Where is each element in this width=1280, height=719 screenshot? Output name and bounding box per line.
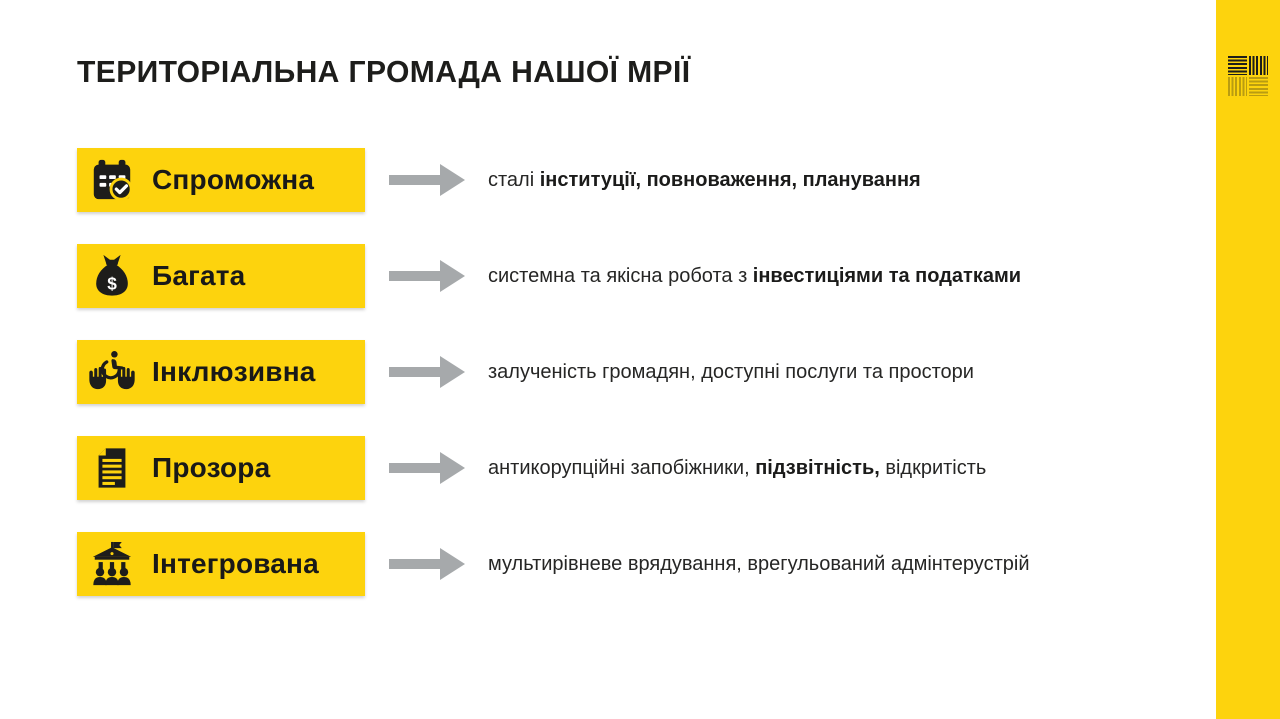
logo-quadrant-bottom-left (1228, 77, 1247, 96)
feature-pill: Інтегрована (77, 532, 365, 596)
logo-quadrant-bottom-right (1249, 77, 1268, 96)
government-building-icon (89, 541, 135, 587)
feature-row: Спроможна сталі інституції, повноваження… (77, 148, 1029, 212)
feature-description: залученість громадян, доступні послуги т… (488, 360, 974, 383)
feature-pill: Інклюзивна (77, 340, 365, 404)
logo-quadrant-top-right (1249, 56, 1268, 75)
feature-description: сталі інституції, повноваження, плануван… (488, 168, 921, 191)
right-accent-bar (1216, 0, 1280, 719)
calendar-check-icon (89, 157, 135, 203)
arrow-right-icon (388, 547, 466, 581)
feature-label: Інклюзивна (152, 356, 316, 387)
feature-description: мультирівневе врядування, врегульований … (488, 552, 1030, 575)
arrow-right-icon (388, 259, 466, 293)
money-bag-icon: $ (89, 253, 135, 299)
feature-label: Спроможна (152, 164, 315, 195)
feature-label: Багата (152, 260, 246, 291)
page-title: ТЕРИТОРІАЛЬНА ГРОМАДА НАШОЇ МРІЇ (77, 54, 691, 89)
svg-text:$: $ (107, 273, 117, 293)
feature-rows: Спроможна сталі інституції, повноваження… (77, 148, 1029, 596)
feature-pill: Спроможна (77, 148, 365, 212)
decentralization-lines-logo (1228, 56, 1268, 96)
arrow-right-icon (388, 355, 466, 389)
logo-quadrant-top-left (1228, 56, 1247, 75)
feature-pill: $ Багата (77, 244, 365, 308)
feature-row: Прозора антикорупційні запобіжники, підз… (77, 436, 1029, 500)
arrow-right-icon (388, 163, 466, 197)
feature-label: Інтегрована (152, 548, 319, 579)
feature-label: Прозора (152, 452, 271, 483)
arrow-right-icon (388, 451, 466, 485)
feature-row: $ Багата системна та якісна робота з інв… (77, 244, 1029, 308)
feature-description: системна та якісна робота з інвестиціями… (488, 264, 1022, 287)
feature-row: Інклюзивна залученість громадян, доступн… (77, 340, 1029, 404)
feature-row: Інтегрована мультирівневе врядування, вр… (77, 532, 1029, 596)
accessibility-hands-icon (89, 349, 135, 395)
feature-description: антикорупційні запобіжники, підзвітність… (488, 456, 987, 479)
document-icon (89, 445, 135, 491)
feature-pill: Прозора (77, 436, 365, 500)
